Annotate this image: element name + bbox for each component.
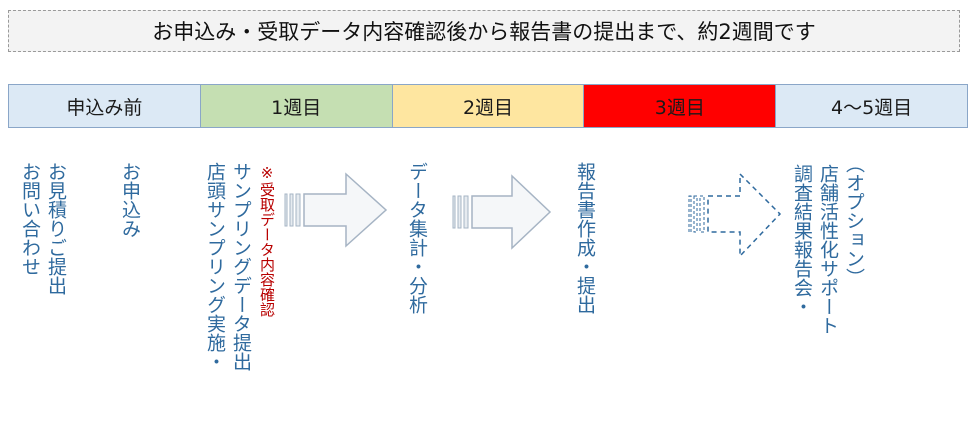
summary-banner: お申込み・受取データ内容確認後から報告書の提出まで、約2週間です (8, 10, 960, 52)
arrow-3-stripe (688, 195, 692, 233)
arrow-3-stripe (693, 195, 698, 233)
arrow-1-stripe (289, 193, 294, 227)
arrow-3-stripe (699, 195, 705, 233)
task-sampling-line2: サンプリングデータ提出 (230, 162, 252, 371)
task-report: 報告書作成・提出 (574, 162, 596, 314)
arrow-1-body (303, 172, 388, 248)
task-aggregate: データ集計・分析 (406, 162, 428, 314)
flow-arrow-1-icon (284, 172, 388, 248)
task-note-data-check: ※受取データ内容確認 (258, 164, 276, 317)
task-apply: お申込み (119, 162, 141, 238)
task-inquiry-line2: お見積りご提出 (45, 162, 67, 295)
task-option-line3: （オプション） (843, 154, 865, 287)
timeline-cell-week3: 3週目 (583, 84, 777, 128)
timeline-cell-week4-5: 4～5週目 (775, 84, 968, 128)
flow-arrow-2-icon (452, 174, 552, 250)
arrow-2-stripe (457, 195, 462, 229)
arrow-2-body (471, 174, 552, 250)
task-inquiry-line1: お問い合わせ (19, 162, 41, 276)
timeline-cell-pre: 申込み前 (8, 84, 201, 128)
arrow-3-body (707, 172, 782, 258)
arrow-1-stripe (295, 193, 301, 227)
arrow-2-stripe (452, 195, 456, 229)
flow-arrow-optional-icon (688, 172, 782, 258)
timeline-cell-week1: 1週目 (199, 84, 393, 128)
task-option-line1: 調査結果報告会・ (791, 164, 813, 316)
task-sampling-line1: 店頭サンプリング実施・ (204, 162, 226, 371)
arrow-2-stripe (463, 195, 469, 229)
task-option-line2: 店舗活性化サポート (817, 164, 839, 335)
arrow-1-stripe (284, 193, 288, 227)
timeline-bar: 申込み前 1週目 2週目 3週目 4～5週目 (8, 84, 968, 128)
